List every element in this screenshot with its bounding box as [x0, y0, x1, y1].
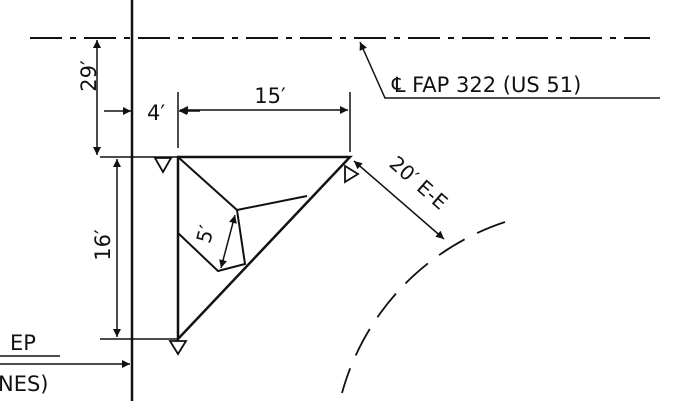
dimension-label-29: 29′	[77, 60, 101, 92]
dimension-line-5	[219, 214, 237, 269]
dimension-label-20: 20′ E-E	[385, 151, 453, 214]
dimension-label-5: 5′	[191, 222, 219, 245]
corner-marker-right	[344, 164, 360, 184]
lanes-label: NES)	[0, 372, 49, 396]
dimension-label-15: 15′	[254, 84, 286, 108]
edge-label: EP	[10, 331, 36, 355]
dimension-line-20	[353, 160, 445, 240]
dashed-curb-arc	[341, 221, 506, 394]
dimension-label-16: 16′	[91, 229, 115, 261]
corner-marker-top-left	[153, 157, 173, 174]
corner-marker-bottom	[168, 340, 188, 356]
island-inner-outline	[177, 156, 308, 273]
dimension-label-4: 4′	[147, 101, 165, 125]
island-outline	[176, 155, 353, 343]
centerline-leader	[359, 41, 660, 99]
centerline-label: ℄ FAP 322 (US 51)	[391, 73, 581, 97]
